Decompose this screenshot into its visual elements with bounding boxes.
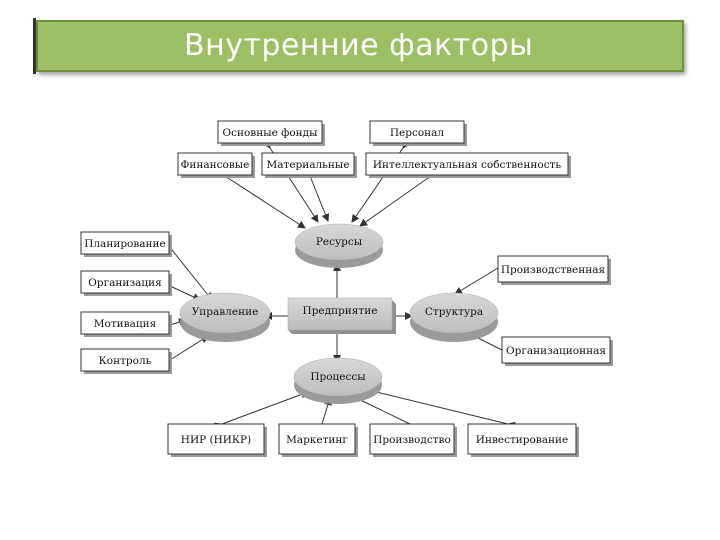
box-fixed-assets: Основные фонды	[217, 120, 325, 146]
label-intellectual: Интеллектуальная собственность	[373, 159, 561, 171]
box-planning: Планирование	[80, 231, 172, 257]
arrow-organization	[161, 279, 201, 301]
box-production-process: Производство	[369, 423, 457, 457]
label-personnel: Персонал	[390, 127, 445, 139]
label-production-structure: Производственная	[501, 264, 606, 276]
label-resources: Ресурсы	[316, 236, 362, 248]
arrow-rnd	[214, 390, 309, 431]
box-motivation: Мотивация	[80, 311, 172, 337]
arrow-control	[161, 335, 209, 368]
label-fixed-assets: Основные фонды	[223, 127, 318, 139]
arrow-material	[303, 168, 330, 222]
hub-structure: Структура	[409, 292, 499, 342]
box-marketing: Маркетинг	[278, 423, 358, 457]
box-investment: Инвестирование	[467, 423, 579, 457]
label-motivation: Мотивация	[94, 318, 157, 330]
box-organization: Организация	[80, 270, 172, 296]
box-material: Материальные	[261, 152, 357, 178]
label-management: Управление	[192, 306, 259, 318]
box-organizational-structure: Организационная	[501, 336, 613, 366]
title-bar: Внутренние факторы	[36, 20, 684, 72]
label-structure: Структура	[425, 306, 483, 318]
label-material: Материальные	[267, 159, 350, 171]
box-intellectual: Интеллектуальная собственность	[365, 152, 571, 178]
hub-resources: Ресурсы	[294, 223, 384, 268]
arrow-financial	[219, 170, 306, 229]
box-financial: Финансовые	[177, 152, 255, 178]
label-organizational-structure: Организационная	[506, 345, 606, 357]
box-production-structure: Производственная	[497, 255, 611, 285]
slide-edge-mark	[33, 18, 36, 74]
center-enterprise: Предприятие	[287, 297, 396, 334]
arrow-investment	[367, 387, 516, 430]
label-planning: Планирование	[84, 238, 166, 250]
label-organization: Организация	[88, 277, 162, 289]
arrow-planning	[164, 242, 213, 301]
box-control: Контроль	[80, 348, 172, 374]
box-personnel: Персонал	[369, 120, 467, 146]
hub-management: Управление	[179, 292, 271, 342]
label-production-process: Производство	[373, 434, 451, 446]
label-control: Контроль	[99, 355, 152, 367]
slide-title: Внутренние факторы	[184, 28, 534, 63]
label-enterprise: Предприятие	[303, 305, 378, 317]
label-processes: Процессы	[310, 371, 365, 383]
label-financial: Финансовые	[181, 159, 250, 171]
label-rnd: НИР (НИКР)	[181, 434, 251, 446]
arrow-intellectual	[359, 170, 437, 227]
arrow-production-structure	[454, 260, 507, 295]
label-investment: Инвестирование	[476, 434, 568, 446]
label-marketing: Маркетинг	[286, 434, 348, 446]
box-rnd: НИР (НИКР)	[167, 423, 267, 457]
hub-processes: Процессы	[293, 357, 383, 404]
